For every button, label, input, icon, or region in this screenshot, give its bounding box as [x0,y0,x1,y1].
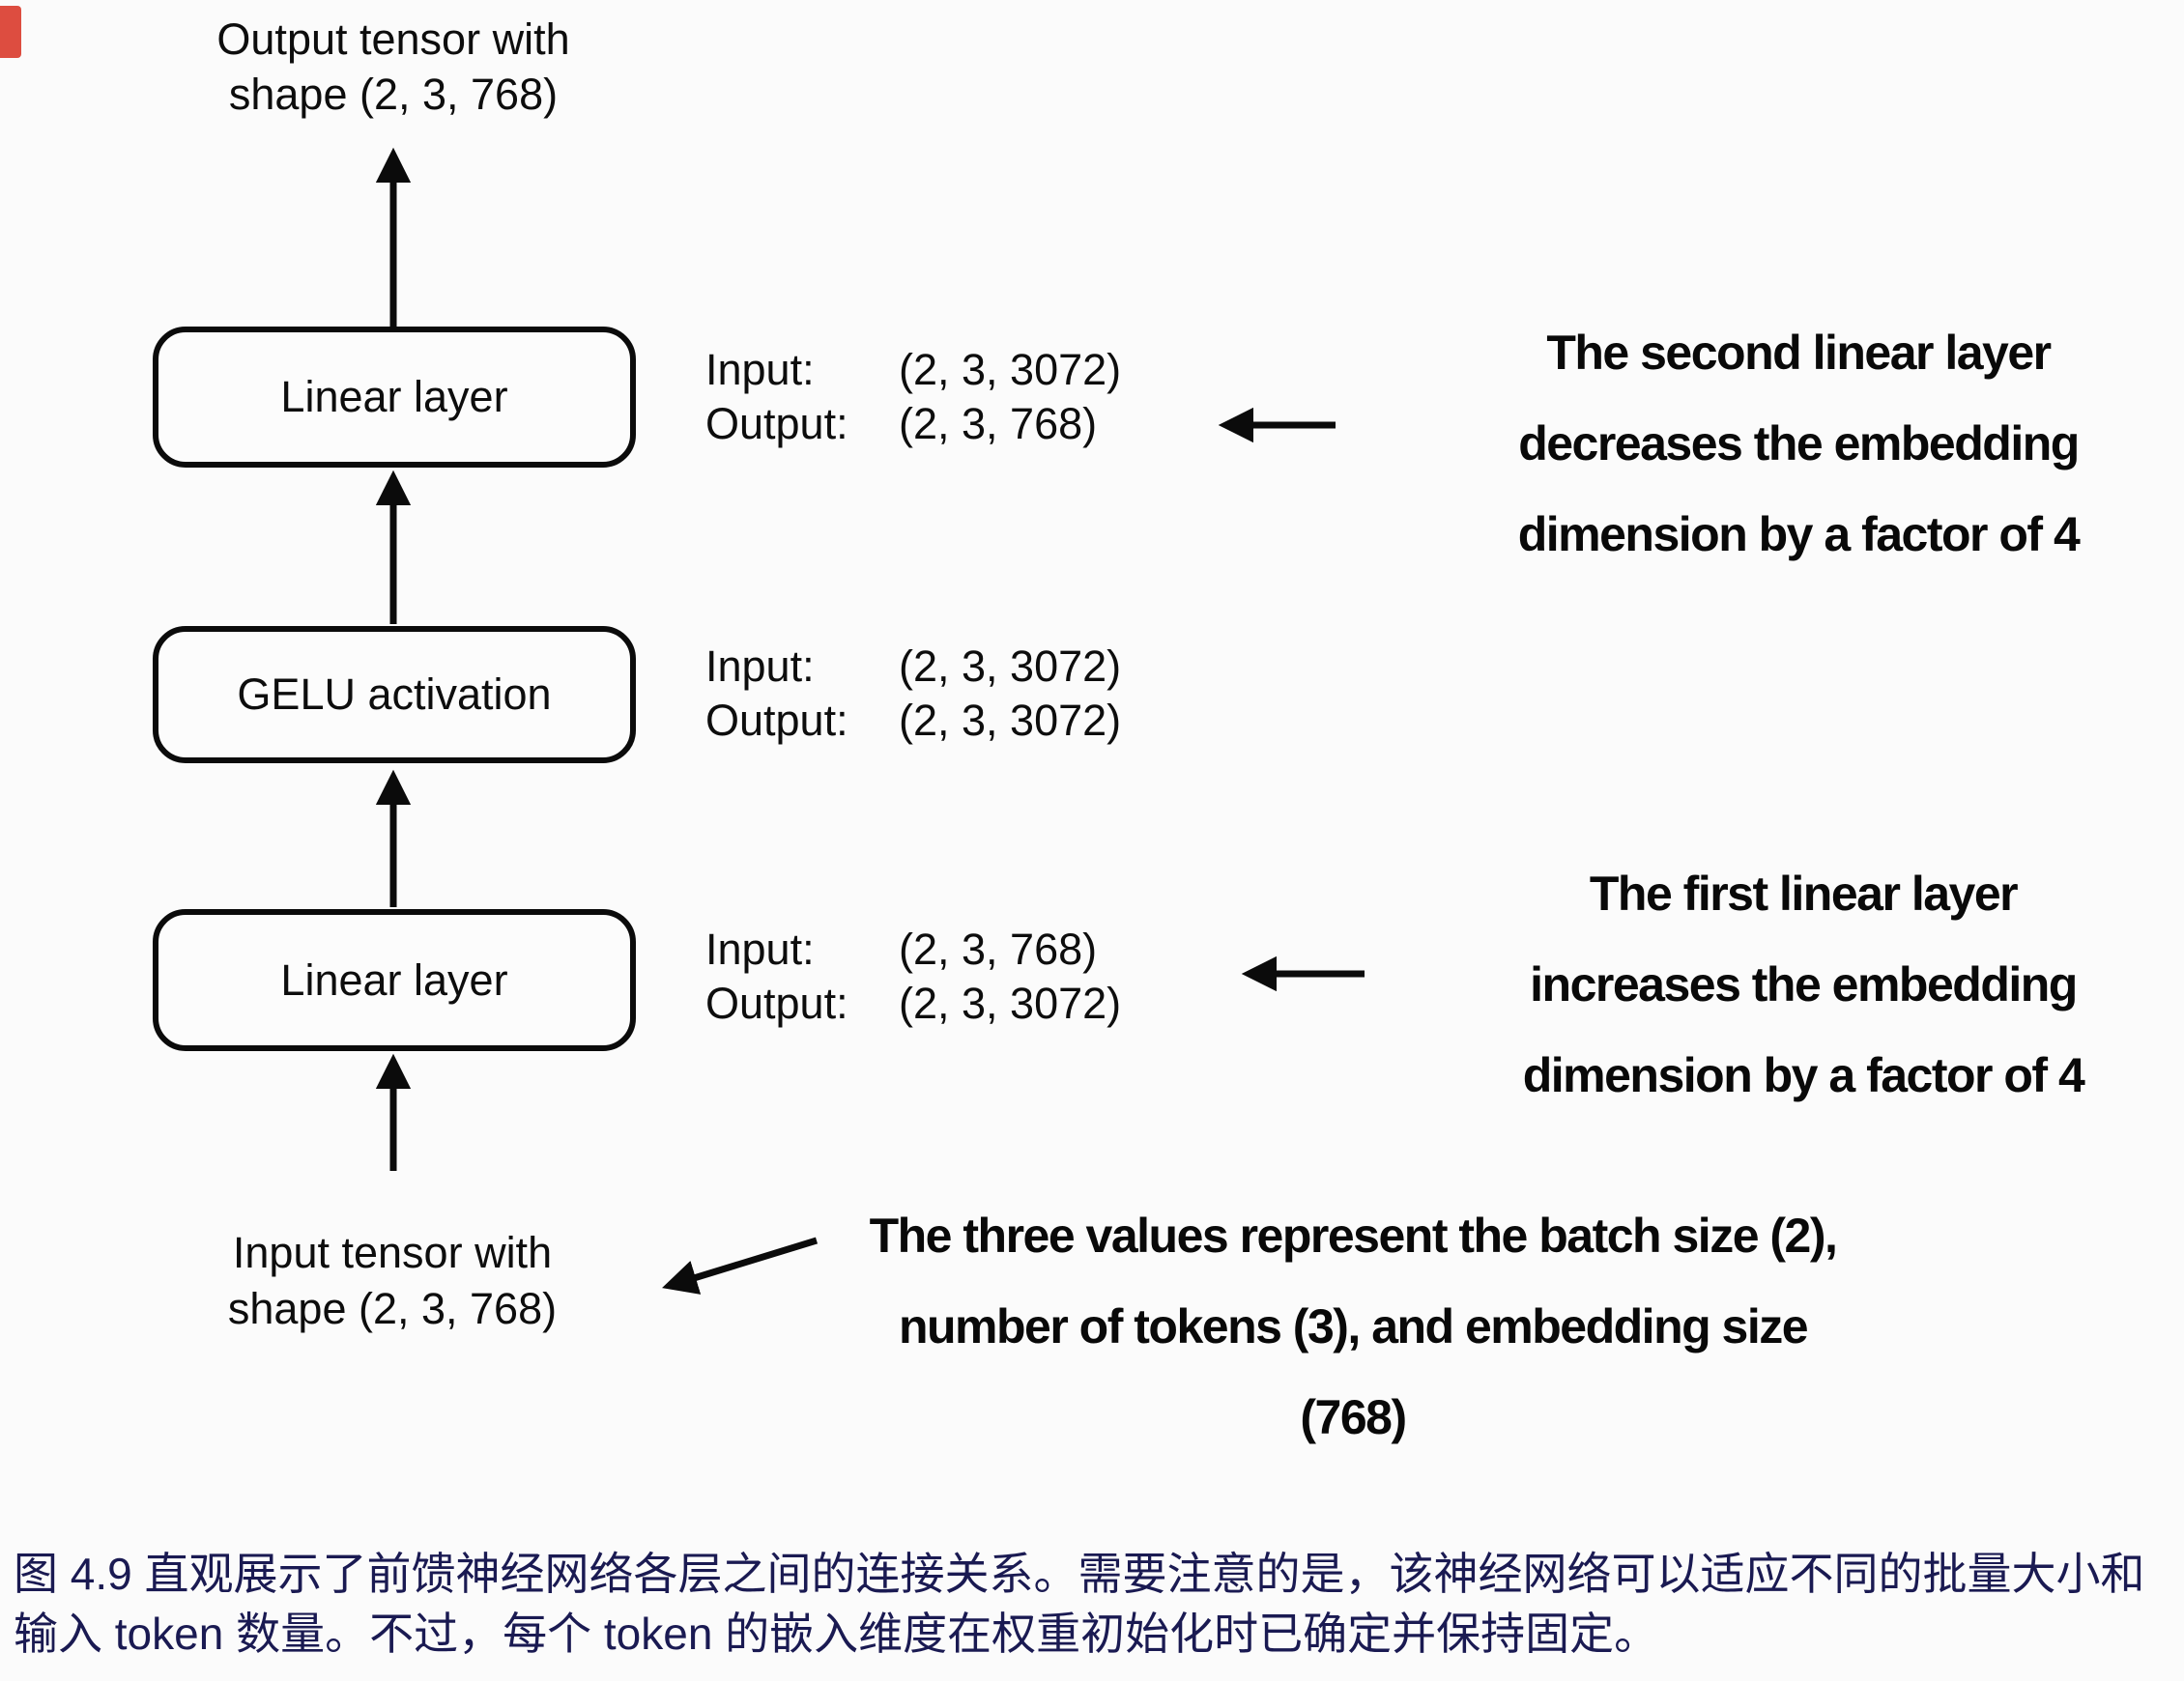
annotation-input-tensor-values: The three values represent the batch siz… [797,1190,1909,1463]
io-block-gelu: Input:(2, 3, 3072) Output:(2, 3, 3072) [705,640,1121,748]
annotation-line: increases the embedding [1530,957,2078,1011]
arrow-diagonal-input-note [662,1237,819,1295]
input-tensor-line2: shape (2, 3, 768) [227,1284,558,1333]
annotation-first-linear-layer: The first linear layer increases the emb… [1465,848,2141,1121]
annotation-line: The three values represent the batch siz… [869,1209,1838,1263]
annotation-line: decreases the embedding [1518,416,2080,470]
linear-layer-bottom-label: Linear layer [280,954,508,1005]
output-tensor-line2: shape (2, 3, 768) [228,70,559,119]
annotation-line: The second linear layer [1546,326,2052,380]
annotation-line: number of tokens (3), and embedding size [898,1299,1809,1353]
annotation-line: (768) [1300,1390,1407,1444]
output-tensor-line1: Output tensor with [216,14,570,64]
linear-layer-top-label: Linear layer [280,372,508,421]
annotation-line: The first linear layer [1589,867,2019,921]
output-tensor-label: Output tensor with shape (2, 3, 768) [99,12,688,122]
gelu-activation-label: GELU activation [237,670,552,719]
input-tensor-label: Input tensor with shape (2, 3, 768) [172,1225,613,1337]
red-corner-artifact [0,6,21,58]
io-row: Input:(2, 3, 3072) [705,345,1122,394]
figure-caption-line1: 图 4.9 直观展示了前馈神经网络各层之间的连接关系。需要注意的是，该神经网络可… [14,1549,2145,1599]
gelu-activation-box: GELU activation [153,626,636,763]
io-row: Output:(2, 3, 3072) [705,979,1122,1028]
figure-caption-line2: 输入 token 数量。不过，每个 token 的嵌入维度在权重初始化时已确定并… [14,1609,1659,1659]
io-block-linear2: Input:(2, 3, 3072) Output:(2, 3, 768) [705,343,1121,451]
annotation-line: dimension by a factor of 4 [1522,1048,2085,1102]
io-row: Input:(2, 3, 3072) [705,641,1122,691]
figure-caption: 图 4.9 直观展示了前馈神经网络各层之间的连接关系。需要注意的是，该神经网络可… [14,1544,2178,1664]
linear-layer-box-bottom: Linear layer [153,909,636,1051]
io-row: Output:(2, 3, 768) [705,399,1098,448]
io-row: Input:(2, 3, 768) [705,925,1098,974]
io-block-linear1: Input:(2, 3, 768) Output:(2, 3, 3072) [705,923,1121,1031]
input-tensor-line1: Input tensor with [232,1228,553,1277]
annotation-second-linear-layer: The second linear layer decreases the em… [1465,307,2132,580]
io-row: Output:(2, 3, 3072) [705,696,1122,745]
annotation-line: dimension by a factor of 4 [1517,507,2081,561]
linear-layer-box-top: Linear layer [153,327,636,468]
